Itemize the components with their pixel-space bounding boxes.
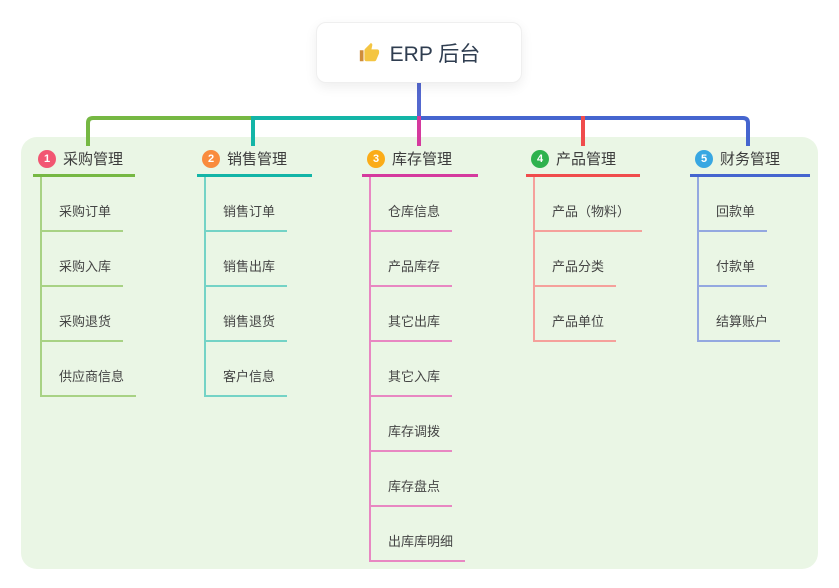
- root-label: ERP 后台: [389, 42, 481, 66]
- child-node[interactable]: 结算账户: [699, 311, 781, 342]
- child-node[interactable]: 销售退货: [206, 311, 288, 342]
- branches-background-panel: [21, 137, 818, 569]
- branch-number-badge: 5: [695, 149, 713, 168]
- child-node[interactable]: 产品分类: [535, 256, 617, 287]
- child-node[interactable]: 其它出库: [371, 311, 453, 342]
- branch-node-purchase[interactable]: 1 采购管理: [33, 143, 135, 177]
- branch-number-badge: 4: [531, 149, 549, 168]
- branch-label: 产品管理: [556, 151, 617, 168]
- child-node[interactable]: 客户信息: [206, 366, 288, 397]
- root-node[interactable]: ERP 后台: [316, 22, 522, 83]
- child-node[interactable]: 库存调拨: [371, 421, 453, 452]
- child-node[interactable]: 采购退货: [42, 311, 124, 342]
- branch-node-product[interactable]: 4 产品管理: [526, 143, 640, 177]
- branch-inventory: 3 库存管理 仓库信息 产品库存 其它出库 其它入库 库存调拨 库存盘点 出库库…: [362, 143, 478, 562]
- child-node[interactable]: 产品单位: [535, 311, 617, 342]
- branch-finance: 5 财务管理 回款单 付款单 结算账户: [690, 143, 810, 342]
- branch-number-badge: 1: [38, 149, 56, 168]
- branch-node-inventory[interactable]: 3 库存管理: [362, 143, 478, 177]
- branch-children: 仓库信息 产品库存 其它出库 其它入库 库存调拨 库存盘点 出库库明细: [369, 177, 478, 562]
- child-node[interactable]: 采购入库: [42, 256, 124, 287]
- child-node[interactable]: 回款单: [699, 201, 768, 232]
- child-node[interactable]: 销售订单: [206, 201, 288, 232]
- branch-label: 财务管理: [720, 151, 781, 168]
- branch-label: 采购管理: [63, 151, 124, 168]
- branch-product: 4 产品管理 产品（物料） 产品分类 产品单位: [526, 143, 643, 342]
- thumbs-up-icon: [358, 42, 380, 64]
- branch-node-finance[interactable]: 5 财务管理: [690, 143, 810, 177]
- child-node[interactable]: 产品库存: [371, 256, 453, 287]
- branch-label: 库存管理: [392, 151, 453, 168]
- branch-label: 销售管理: [227, 151, 288, 168]
- child-node[interactable]: 出库库明细: [371, 531, 466, 562]
- branch-number-badge: 2: [202, 149, 220, 168]
- child-node[interactable]: 其它入库: [371, 366, 453, 397]
- child-node[interactable]: 供应商信息: [42, 366, 137, 397]
- child-node[interactable]: 采购订单: [42, 201, 124, 232]
- branch-children: 回款单 付款单 结算账户: [697, 177, 810, 342]
- branch-children: 采购订单 采购入库 采购退货 供应商信息: [40, 177, 137, 397]
- branch-sales: 2 销售管理 销售订单 销售出库 销售退货 客户信息: [197, 143, 312, 397]
- branch-number-badge: 3: [367, 149, 385, 168]
- child-node[interactable]: 库存盘点: [371, 476, 453, 507]
- branch-node-sales[interactable]: 2 销售管理: [197, 143, 312, 177]
- child-node[interactable]: 产品（物料）: [535, 201, 643, 232]
- child-node[interactable]: 销售出库: [206, 256, 288, 287]
- branch-purchase: 1 采购管理 采购订单 采购入库 采购退货 供应商信息: [33, 143, 137, 397]
- child-node[interactable]: 仓库信息: [371, 201, 453, 232]
- child-node[interactable]: 付款单: [699, 256, 768, 287]
- branch-children: 销售订单 销售出库 销售退货 客户信息: [204, 177, 312, 397]
- branch-children: 产品（物料） 产品分类 产品单位: [533, 177, 643, 342]
